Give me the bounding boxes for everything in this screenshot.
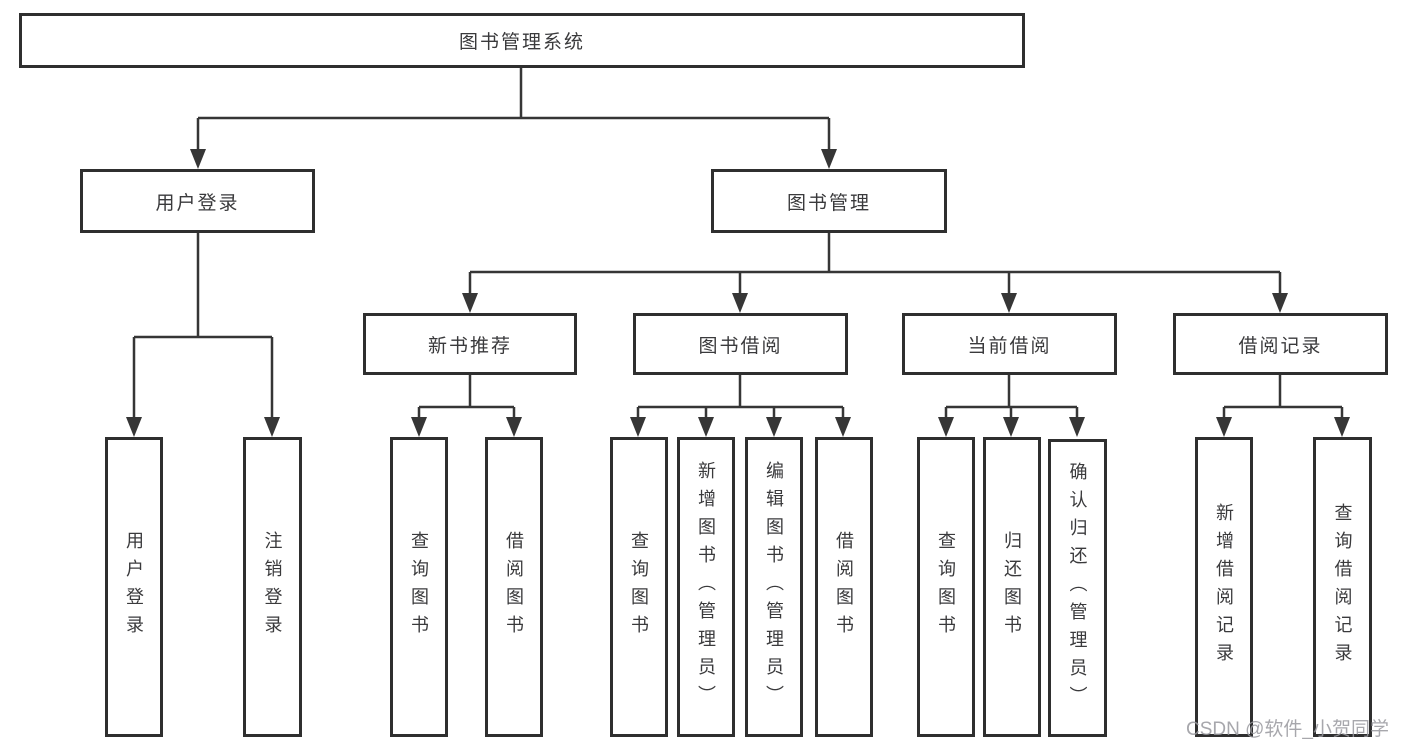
node-label: 新增借阅记录 — [1214, 503, 1234, 671]
node-borrowing-records: 借阅记录 — [1173, 313, 1388, 375]
node-label: 注销登录 — [262, 531, 283, 643]
leaf-edit-book-admin: 编辑图书（管理员） — [745, 437, 803, 737]
node-label: 图书管理系统 — [458, 32, 585, 53]
leaf-query-books-borrowing: 查询图书 — [610, 437, 668, 737]
leaf-borrow-books-recommend: 借阅图书 — [485, 437, 543, 737]
node-label: 当前借阅 — [967, 335, 1052, 357]
node-label: 借阅记录 — [1238, 335, 1323, 357]
leaf-add-book-admin: 新增图书（管理员） — [677, 437, 735, 737]
arrowheads — [126, 149, 1350, 437]
node-book-borrowing: 图书借阅 — [633, 313, 848, 375]
node-label: 图书管理 — [786, 192, 871, 214]
node-label: 查询图书 — [409, 531, 429, 643]
leaf-query-books-current: 查询图书 — [917, 437, 975, 737]
tree-edges — [132, 68, 1344, 423]
leaf-user-login: 用户登录 — [105, 437, 163, 737]
leaf-query-borrow-record: 查询借阅记录 — [1313, 437, 1372, 737]
leaf-add-borrow-record: 新增借阅记录 — [1195, 437, 1253, 737]
node-label: 借阅图书 — [834, 531, 854, 643]
node-label: 新书推荐 — [427, 335, 512, 357]
leaf-query-books-recommend: 查询图书 — [390, 437, 448, 737]
node-library-management-system: 图书管理系统 — [19, 13, 1025, 68]
watermark: CSDN @软件_小贺同学 — [1186, 719, 1389, 740]
node-label: 编辑图书（管理员） — [764, 461, 784, 713]
node-user-login: 用户登录 — [80, 169, 315, 233]
node-label: 用户登录 — [124, 531, 144, 643]
leaf-return-book: 归还图书 — [983, 437, 1041, 737]
node-label: 查询图书 — [936, 531, 956, 643]
node-new-book-recommend: 新书推荐 — [363, 313, 577, 375]
node-current-borrowing: 当前借阅 — [902, 313, 1117, 375]
node-label: 确认归还（管理员） — [1067, 462, 1088, 714]
leaf-logout: 注销登录 — [243, 437, 302, 737]
node-label: 图书借阅 — [698, 335, 783, 357]
node-label: 归还图书 — [1002, 531, 1022, 643]
node-label: 查询借阅记录 — [1332, 503, 1353, 671]
node-book-management: 图书管理 — [711, 169, 947, 233]
node-label: 新增图书（管理员） — [696, 461, 716, 713]
leaf-borrow-books-borrowing: 借阅图书 — [815, 437, 873, 737]
node-label: 用户登录 — [155, 192, 240, 214]
leaf-confirm-return-admin: 确认归还（管理员） — [1048, 439, 1107, 737]
node-label: 借阅图书 — [504, 531, 524, 643]
node-label: 查询图书 — [629, 531, 649, 643]
